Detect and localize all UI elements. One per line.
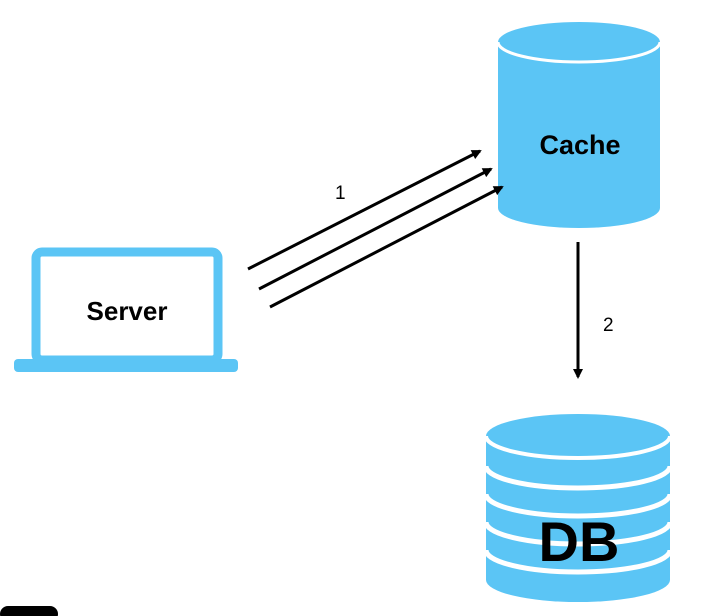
edge-label-step-1: 1 (335, 183, 346, 204)
request-arrow-2 (258, 167, 493, 291)
cache-cylinder-icon (496, 22, 662, 228)
server-laptop-icon (14, 247, 238, 372)
cache-label: Cache (539, 130, 621, 160)
edge-label-step-2: 2 (603, 315, 614, 336)
db-label: DB (538, 510, 620, 573)
request-arrow-3 (269, 185, 504, 309)
corner-handle (0, 606, 58, 616)
server-to-cache-arrows (247, 149, 504, 309)
db-cylinder-icon (483, 414, 673, 602)
request-arrow-1 (247, 149, 482, 271)
server-label: Server (86, 296, 168, 326)
